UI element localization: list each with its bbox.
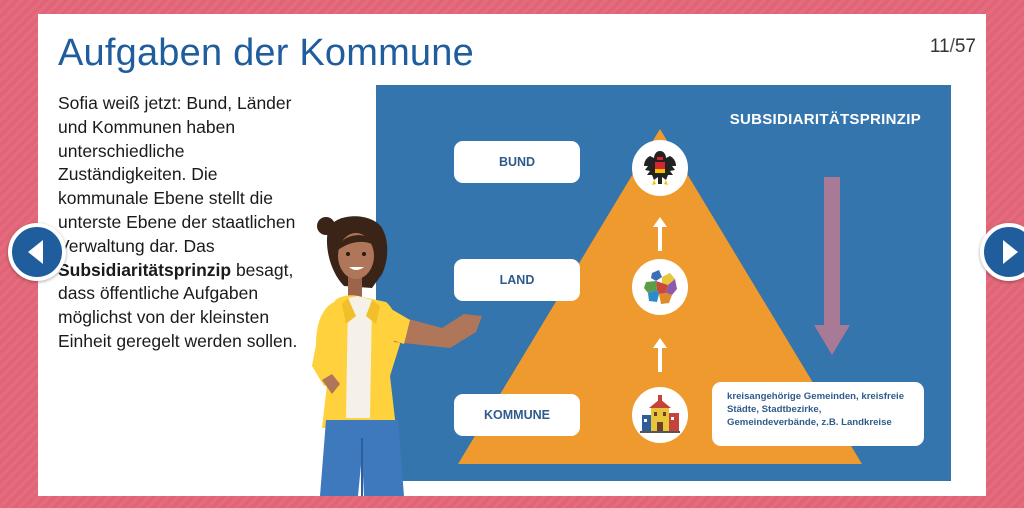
chevron-left-icon: [28, 240, 43, 264]
states-map-icon: [632, 259, 688, 315]
body-text-highlight: Subsidiaritätsprinzip: [58, 259, 232, 280]
body-text-part1: Sofia weiß jetzt: Bund, Länder und Kommu…: [58, 93, 296, 256]
level-label-land: LAND: [454, 259, 580, 301]
up-arrow-icon: [653, 338, 667, 372]
level-label-bund: BUND: [454, 141, 580, 183]
chevron-right-icon: [1003, 240, 1018, 264]
body-text: Sofia weiß jetzt: Bund, Länder und Kommu…: [58, 92, 298, 354]
prev-slide-button[interactable]: [8, 223, 66, 281]
slide-counter-total: 57: [954, 36, 976, 57]
kommune-description: kreisangehörige Gemeinden, kreisfreie St…: [712, 382, 924, 446]
level-label-kommune: KOMMUNE: [454, 394, 580, 436]
slide-counter-current: 11: [929, 36, 950, 57]
body-text-part2: besagt, dass öffentliche Aufgaben möglic…: [58, 259, 298, 351]
slide-counter-separator: /: [949, 36, 955, 57]
diagram-heading: SUBSIDIARITÄTSPRINZIP: [729, 111, 921, 128]
slide-counter: 11/57: [930, 36, 976, 58]
down-arrow-icon: [814, 177, 850, 355]
federal-eagle-icon: [632, 140, 688, 196]
town-hall-icon: [632, 387, 688, 443]
slide: Aufgaben der Kommune 11/57 Sofia weiß je…: [38, 14, 986, 496]
page-title: Aufgaben der Kommune: [58, 32, 474, 74]
next-slide-button[interactable]: [980, 223, 1024, 281]
subsidiarity-diagram: SUBSIDIARITÄTSPRINZIP BUND LAND KOMMUNE: [376, 85, 951, 481]
sofia-character: [312, 216, 482, 496]
up-arrow-icon: [653, 217, 667, 251]
